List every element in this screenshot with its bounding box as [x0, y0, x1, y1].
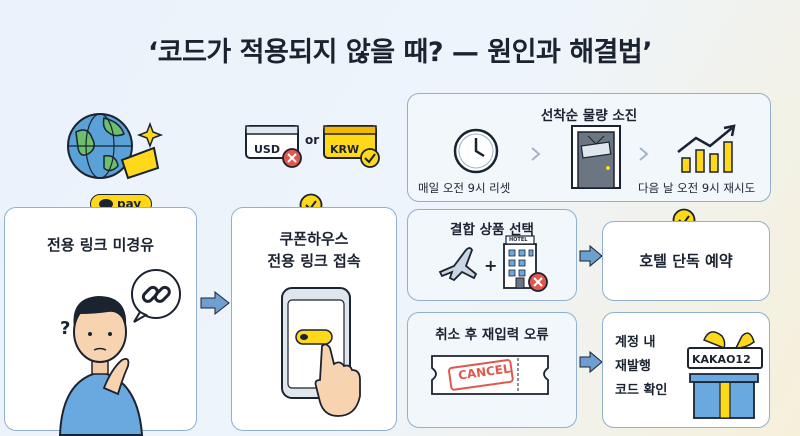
hotel-building-icon [503, 235, 548, 292]
reissue-line2: 재발행 [615, 359, 651, 374]
gift-box-icon [687, 331, 763, 419]
coupon-house-text: 쿠폰하우스 [279, 230, 349, 248]
closed-door-icon [571, 125, 621, 189]
page-title: ‘코드가 적용되지 않을 때? — 원인과 해결법’ [147, 37, 653, 68]
plus-sign: + [484, 256, 498, 275]
usd-card-icon [245, 125, 302, 168]
chevron-right-icon [531, 147, 541, 161]
bundle-product-box: 결합 상품 선택 [407, 209, 577, 301]
daily-reset-caption: 매일 오전 9시 리셋 [418, 181, 511, 195]
reissue-line1: 계정 내 [615, 335, 656, 350]
clock-icon [453, 128, 499, 174]
hotel-only-text: 호텔 단독 예약 [639, 252, 733, 270]
cancel-reentry-title: 취소 후 재입력 오류 [435, 327, 549, 343]
chevron-right-icon [639, 147, 649, 161]
flow-arrow-2 [579, 244, 603, 268]
airplane-icon [438, 247, 478, 282]
hotel-only-card: 호텔 단독 예약 [602, 221, 770, 301]
krw-label: KRW [330, 143, 360, 156]
reissue-code-card: 계정 내 재발행 코드 확인 [602, 312, 770, 428]
flow-arrow-1 [200, 290, 230, 316]
stock-sold-out-title: 선착순 물량 소진 [540, 108, 638, 124]
or-label: or [305, 133, 320, 147]
usd-label: USD [254, 143, 280, 156]
broken-link-bubble-icon [131, 269, 181, 323]
confused-person-illustration [58, 296, 144, 436]
cancelled-ticket-icon [431, 355, 549, 395]
question-mark: ? [60, 318, 71, 339]
flow-arrow-3 [579, 350, 603, 374]
retry-next-day-caption: 다음 날 오전 9시 재시도 [638, 181, 756, 195]
dedicated-link-text: 전용 링크 접속 [267, 252, 361, 270]
phone-tap-illustration [281, 287, 361, 417]
rising-chart-icon [677, 124, 736, 173]
bundle-product-title: 결합 상품 선택 [450, 222, 534, 238]
no-link-text: 전용 링크 미경유 [46, 236, 155, 254]
krw-card-icon [323, 125, 380, 168]
hotel-sign: HOTEL [509, 237, 528, 243]
code-tag: KAKAO12 [692, 353, 751, 366]
reissue-line3: 코드 확인 [615, 383, 668, 398]
globe-icon [67, 113, 164, 180]
